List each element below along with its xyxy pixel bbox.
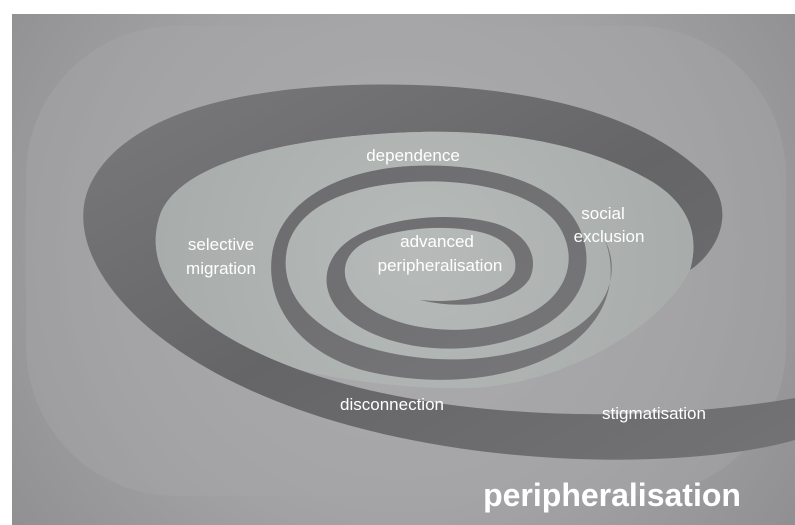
label-social: social: [581, 204, 624, 223]
label-stigmatisation: stigmatisation: [602, 404, 706, 423]
label-disconnection: disconnection: [340, 395, 444, 414]
label-advanced-peripheralisation: peripheralisation: [378, 256, 503, 275]
label-selective: selective: [188, 235, 254, 254]
label-dependence: dependence: [366, 146, 460, 165]
label-exclusion: exclusion: [574, 227, 645, 246]
label-peripheralisation: peripheralisation: [483, 477, 741, 513]
spiral-outer-band: [83, 84, 795, 460]
label-migration: migration: [186, 259, 256, 278]
label-advanced: advanced: [400, 232, 474, 251]
spiral-inner-field: [155, 131, 694, 389]
spiral-inner-band: [271, 165, 612, 380]
